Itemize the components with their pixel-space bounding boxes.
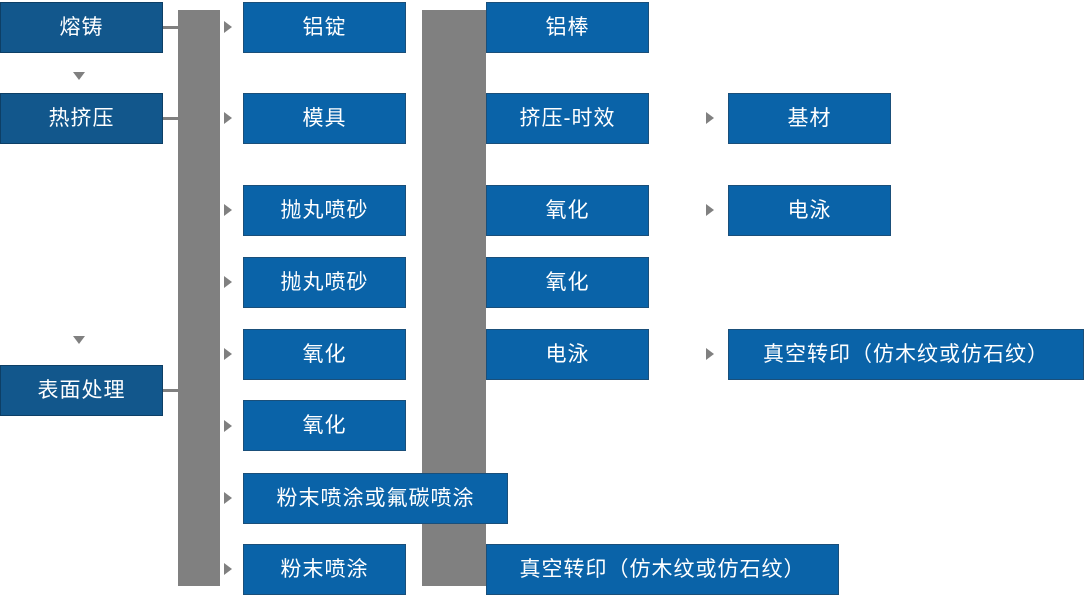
arrow-to-c2-5	[224, 348, 232, 360]
node-label: 熔铸	[59, 16, 104, 39]
tick-c3-6	[428, 569, 486, 571]
node-label: 电泳	[787, 199, 832, 222]
node-c2-3[interactable]: 抛丸喷砂	[243, 185, 406, 236]
node-label: 真空转印（仿木纹或仿石纹）	[763, 343, 1049, 366]
node-label: 抛丸喷砂	[280, 199, 369, 222]
node-label: 真空转印（仿木纹或仿石纹）	[519, 558, 806, 581]
arrow-to-c2-2	[224, 112, 232, 124]
node-c2-6[interactable]: 氧化	[243, 400, 406, 451]
connector-trunk-left	[178, 10, 220, 586]
node-c4-1[interactable]: 基材	[728, 93, 891, 144]
node-c2-1[interactable]: 铝锭	[243, 2, 406, 53]
arrow-to-c2-4	[224, 276, 232, 288]
node-label: 基材	[787, 107, 832, 130]
node-c4-3[interactable]: 真空转印（仿木纹或仿石纹）	[728, 329, 1084, 380]
node-label: 模具	[302, 107, 347, 130]
arrow-stage1-down	[73, 72, 85, 80]
node-stage-1[interactable]: 熔铸	[0, 2, 163, 53]
arrow-stage3-down	[73, 336, 85, 344]
node-c3-6[interactable]: 真空转印（仿木纹或仿石纹）	[486, 544, 839, 595]
node-label: 抛丸喷砂	[280, 271, 369, 294]
tick-c3-2	[428, 118, 486, 120]
arrow-to-c4-3	[706, 348, 714, 360]
connector-trunk-middle	[422, 10, 440, 586]
connector-stage1-spur	[163, 26, 179, 29]
node-c4-2[interactable]: 电泳	[728, 185, 891, 236]
node-label: 粉末喷涂	[280, 558, 369, 581]
arrow-to-c2-3	[224, 204, 232, 216]
node-label: 氧化	[545, 271, 590, 294]
node-stage-3[interactable]: 表面处理	[0, 365, 163, 416]
node-c2-8[interactable]: 粉末喷涂	[243, 544, 406, 595]
tick-c3-1	[428, 27, 486, 29]
node-stage-2[interactable]: 热挤压	[0, 93, 163, 144]
arrow-to-c4-1	[706, 112, 714, 124]
arrow-to-c2-6	[224, 420, 232, 432]
arrow-to-c4-2	[706, 204, 714, 216]
arrow-to-c2-7	[224, 492, 232, 504]
node-label: 氧化	[302, 343, 347, 366]
node-label: 电泳	[545, 343, 590, 366]
node-label: 表面处理	[37, 379, 126, 402]
tick-c3-5	[428, 354, 486, 356]
node-label: 氧化	[545, 199, 590, 222]
node-c2-7[interactable]: 粉末喷涂或氟碳喷涂	[243, 473, 508, 524]
node-c3-2[interactable]: 挤压-时效	[486, 93, 649, 144]
tick-c3-4	[428, 282, 486, 284]
node-label: 铝锭	[302, 16, 347, 39]
node-c2-2[interactable]: 模具	[243, 93, 406, 144]
node-label: 挤压-时效	[519, 107, 616, 130]
node-c2-5[interactable]: 氧化	[243, 329, 406, 380]
arrow-to-c2-8	[224, 563, 232, 575]
node-label: 氧化	[302, 414, 347, 437]
node-label: 粉末喷涂或氟碳喷涂	[276, 487, 475, 510]
tick-c3-3	[428, 210, 486, 212]
connector-stage2-spur	[163, 117, 179, 120]
arrow-to-c2-1	[224, 21, 232, 33]
node-c3-5[interactable]: 电泳	[486, 329, 649, 380]
connector-stage3-spur	[163, 389, 179, 392]
node-c3-4[interactable]: 氧化	[486, 257, 649, 308]
node-label: 铝棒	[545, 16, 590, 39]
node-c2-4[interactable]: 抛丸喷砂	[243, 257, 406, 308]
node-c3-1[interactable]: 铝棒	[486, 2, 649, 53]
node-label: 热挤压	[48, 107, 115, 130]
node-c3-3[interactable]: 氧化	[486, 185, 649, 236]
